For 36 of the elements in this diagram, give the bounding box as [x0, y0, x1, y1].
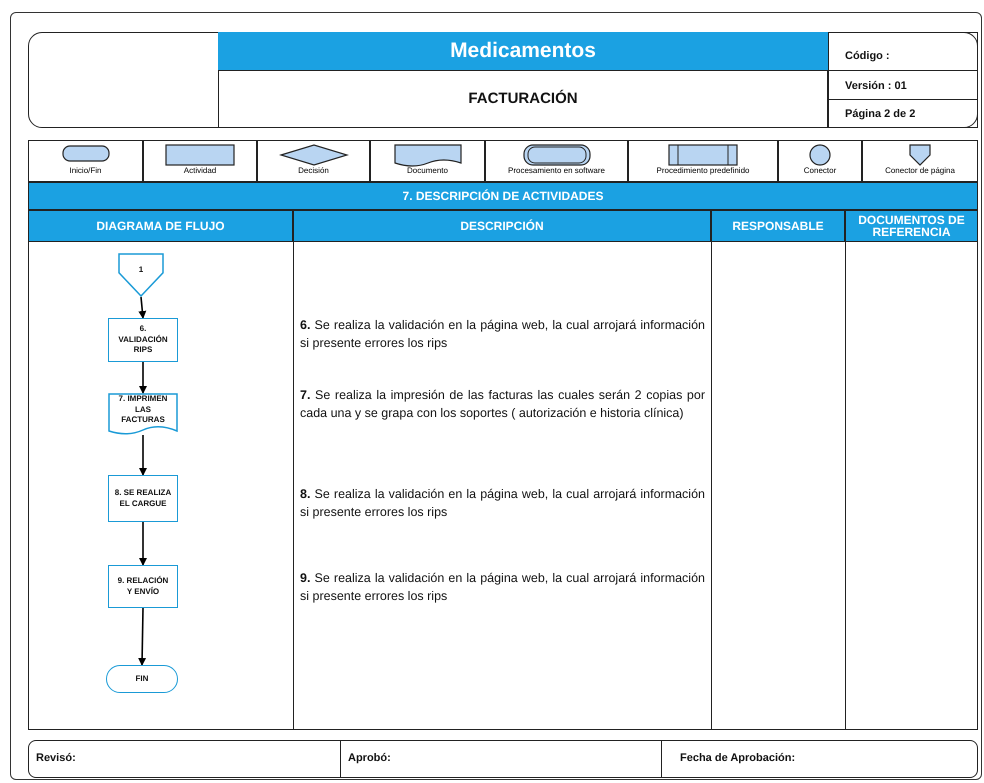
terminator: FIN — [106, 665, 178, 693]
arrow — [139, 522, 147, 566]
document-shape: 7. IMPRIMEN LAS FACTURAS — [108, 393, 178, 435]
description-text: 6. Se realiza la validación en la página web, la cual arrojará información si presente errores los rips — [300, 317, 705, 352]
legend-label: Documento — [406, 167, 449, 175]
arrow — [138, 608, 146, 666]
column-header: DOCUMENTOS DE REFERENCIA — [845, 210, 978, 242]
legend-label: Conector de página — [884, 167, 956, 175]
legend-label: Decisión — [297, 167, 330, 175]
field-label: Fecha de Aprobación: — [680, 752, 796, 764]
legend-label: Procesamiento en software — [507, 167, 606, 175]
legend-label: Conector — [802, 167, 838, 175]
process-box: 9. RELACIÓN Y ENVÍO — [108, 565, 178, 608]
column-header: DIAGRAMA DE FLUJO — [28, 210, 293, 242]
legend-label: Procedimiento predefinido — [656, 167, 750, 175]
arrow — [139, 435, 147, 476]
arrow — [139, 362, 147, 394]
section-header: 7. DESCRIPCIÓN DE ACTIVIDADES — [28, 182, 978, 210]
description-text: 9. Se realiza la validación en la página web, la cual arrojará información si presente errores los rips — [300, 570, 705, 606]
title-bar: Medicamentos — [218, 32, 828, 70]
column-header: DESCRIPCIÓN — [293, 210, 711, 242]
arrow — [138, 296, 146, 319]
field-label: Aprobó: — [348, 752, 392, 764]
description-text: 7. Se realiza la impresión de las facturas las cuales serán 2 copias por cada una y se grapa con los soportes ( autorización e historia clínica) — [300, 387, 705, 422]
page-number: Página 2 de 2 — [845, 108, 916, 120]
subtitle: FACTURACIÓN — [467, 90, 579, 107]
process-box: 8. SE REALIZA EL CARGUE — [108, 475, 178, 522]
legend-label: Actividad — [182, 167, 218, 175]
field-label: Revisó: — [36, 752, 77, 764]
version-label: Versión : 01 — [845, 80, 908, 92]
page-connector: 1 — [118, 253, 164, 297]
field-label: Código : — [845, 50, 891, 62]
legend-label: Inicio/Fin — [68, 167, 102, 175]
process-box: 6. VALIDACIÓN RIPS — [108, 318, 178, 362]
description-text: 8. Se realiza la validación en la página web, la cual arrojará información si presente errores los rips — [300, 486, 705, 522]
column-header: RESPONSABLE — [711, 210, 845, 242]
